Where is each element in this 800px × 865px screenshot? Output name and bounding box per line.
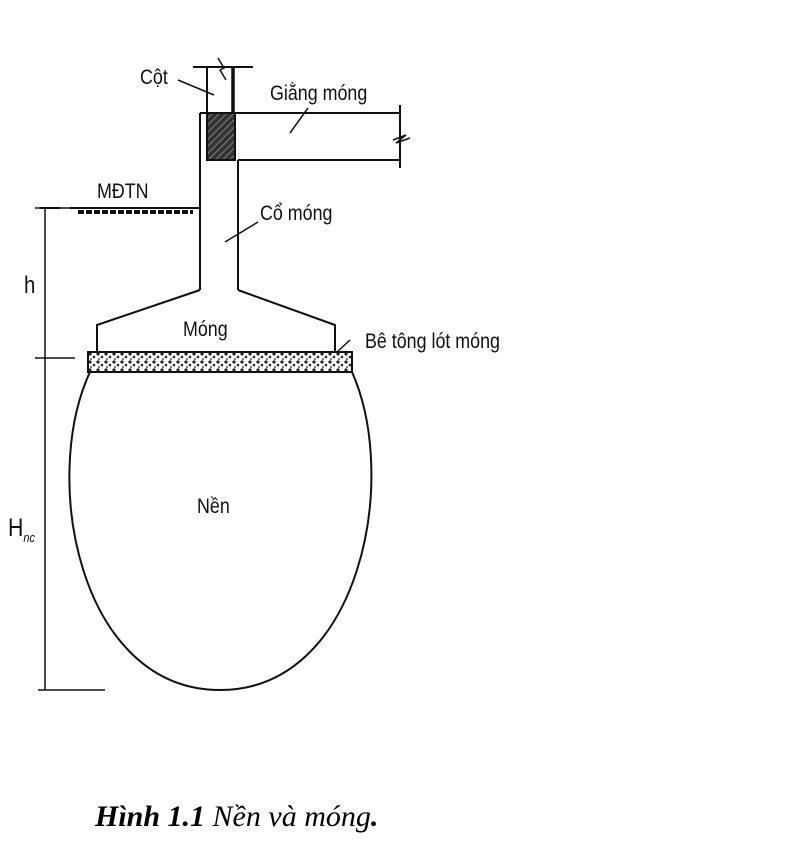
soil-depth-main: H	[8, 514, 24, 542]
foundation-label: Móng	[183, 318, 228, 341]
lean-concrete	[87, 351, 353, 373]
caption-period: .	[370, 800, 379, 833]
neck-label: Cổ móng	[260, 202, 333, 225]
caption-number: Hình 1.1	[95, 800, 206, 833]
caption-text: Nền và móng	[205, 800, 371, 833]
figure-caption: Hình 1.1 Nền và móng.	[95, 800, 378, 834]
ground-level-label: MĐTN	[97, 180, 149, 203]
column	[177, 57, 253, 161]
footing	[96, 289, 351, 353]
foundation-neck	[199, 113, 259, 290]
soil-label: Nền	[197, 495, 230, 518]
soil-bulb	[68, 371, 373, 692]
soil-depth-sub: nc	[23, 530, 36, 545]
h-label: h	[24, 272, 36, 299]
dimension-line	[35, 207, 105, 691]
lean-concrete-label: Bê tông lót móng	[365, 330, 500, 353]
column-label: Cột	[140, 66, 168, 89]
soil-depth-label: Hnc	[8, 514, 35, 545]
tie-beam	[200, 105, 411, 168]
tie-beam-label: Giằng móng	[270, 82, 368, 105]
